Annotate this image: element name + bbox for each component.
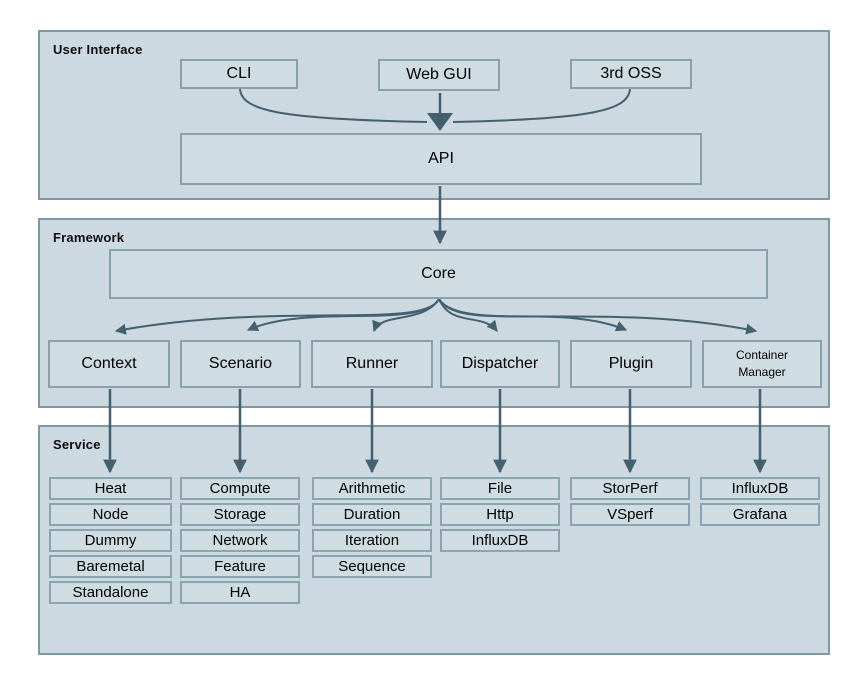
service-item: Duration bbox=[312, 503, 432, 526]
service-item: Baremetal bbox=[49, 555, 172, 578]
service-item: InfluxDB bbox=[700, 477, 820, 500]
box-container-manager-label: Container Manager bbox=[735, 348, 789, 379]
section-user-interface-label: User Interface bbox=[53, 42, 143, 57]
service-item: VSperf bbox=[570, 503, 690, 526]
service-item: StorPerf bbox=[570, 477, 690, 500]
service-column-plugin: StorPerf VSperf bbox=[570, 477, 690, 526]
service-item: Standalone bbox=[49, 581, 172, 604]
service-item: Arithmetic bbox=[312, 477, 432, 500]
service-item: Grafana bbox=[700, 503, 820, 526]
box-core-label: Core bbox=[421, 265, 456, 282]
box-dispatcher-label: Dispatcher bbox=[461, 355, 539, 372]
service-item: Iteration bbox=[312, 529, 432, 552]
service-column-runner: Arithmetic Duration Iteration Sequence bbox=[312, 477, 432, 578]
box-cli-label: CLI bbox=[226, 65, 252, 82]
service-item: Http bbox=[440, 503, 560, 526]
box-context: Context bbox=[48, 340, 170, 388]
box-scenario: Scenario bbox=[180, 340, 301, 388]
service-column-container-manager: InfluxDB Grafana bbox=[700, 477, 820, 526]
box-3rd-oss: 3rd OSS bbox=[570, 59, 692, 89]
service-item: Network bbox=[180, 529, 300, 552]
service-column-context: Heat Node Dummy Baremetal Standalone bbox=[49, 477, 172, 604]
section-service-label: Service bbox=[53, 437, 101, 452]
box-plugin-label: Plugin bbox=[608, 355, 654, 372]
box-context-label: Context bbox=[81, 355, 137, 372]
box-core: Core bbox=[109, 249, 768, 299]
service-item: Storage bbox=[180, 503, 300, 526]
box-scenario-label: Scenario bbox=[208, 355, 273, 372]
service-item: Heat bbox=[49, 477, 172, 500]
service-item: InfluxDB bbox=[440, 529, 560, 552]
box-api: API bbox=[180, 133, 702, 185]
box-cli: CLI bbox=[180, 59, 298, 89]
box-web-gui: Web GUI bbox=[378, 59, 500, 91]
service-item: Node bbox=[49, 503, 172, 526]
box-runner: Runner bbox=[311, 340, 433, 388]
service-item: Feature bbox=[180, 555, 300, 578]
service-column-dispatcher: File Http InfluxDB bbox=[440, 477, 560, 552]
box-web-gui-label: Web GUI bbox=[406, 66, 472, 83]
box-plugin: Plugin bbox=[570, 340, 692, 388]
service-item: HA bbox=[180, 581, 300, 604]
section-framework-label: Framework bbox=[53, 230, 125, 245]
box-api-label: API bbox=[428, 150, 454, 167]
service-item: Dummy bbox=[49, 529, 172, 552]
box-dispatcher: Dispatcher bbox=[440, 340, 560, 388]
service-item: Compute bbox=[180, 477, 300, 500]
box-container-manager: Container Manager bbox=[702, 340, 822, 388]
service-column-scenario: Compute Storage Network Feature HA bbox=[180, 477, 300, 604]
service-item: File bbox=[440, 477, 560, 500]
box-3rd-oss-label: 3rd OSS bbox=[600, 65, 662, 82]
box-runner-label: Runner bbox=[345, 355, 399, 372]
service-item: Sequence bbox=[312, 555, 432, 578]
